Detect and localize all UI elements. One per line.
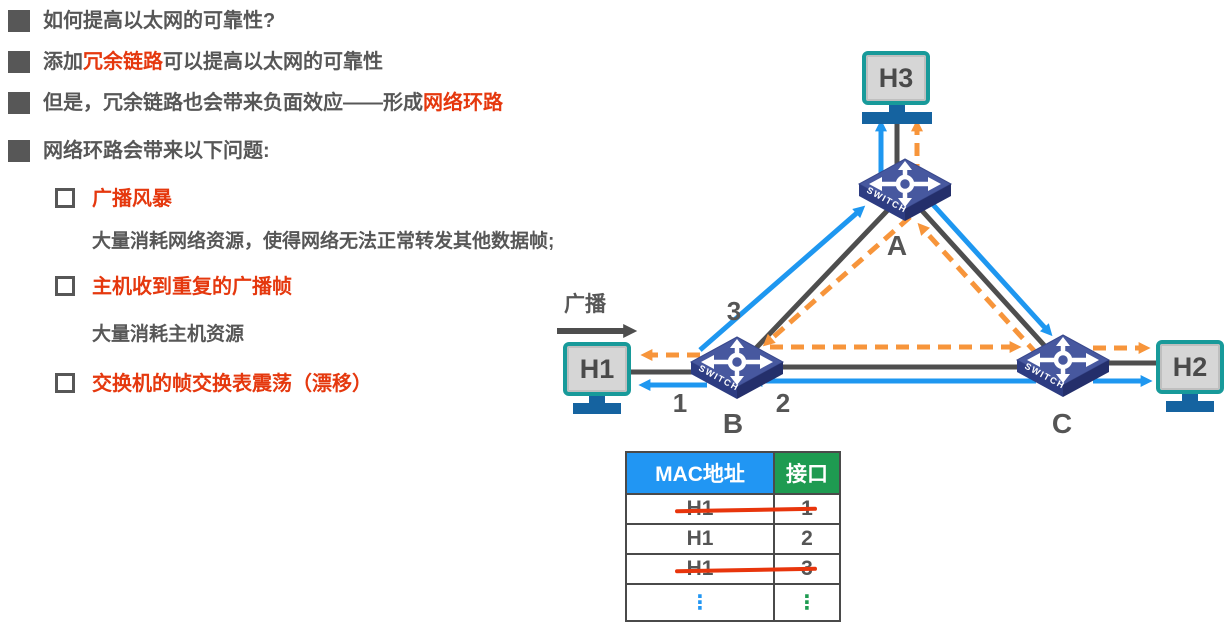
arrow-orange-c-to-a-icon [917,222,1039,356]
arrow-orange-a-to-b-icon [762,215,912,347]
port-1-label: 1 [672,388,688,418]
host-h2-label: H2 [1172,351,1208,382]
broadcast-label: 广播 [564,293,606,316]
bullet-item: 但是，冗余链路也会带来负面效应——形成网络环路 [8,91,503,115]
table-row: H11 [627,493,839,523]
port-cell: ⋮ [797,591,817,614]
monitor-stand-icon [889,105,905,112]
port-cell: 2 [801,527,813,550]
bullet-text: 但是，冗余链路也会带来负面效应——形成网络环路 [43,91,503,115]
mac-cell: H1 [627,525,775,553]
link-a-c [903,190,1065,368]
text-segment: 可以提高以太网的可靠性 [163,51,383,73]
monitor-base-icon [573,403,621,414]
checkbox-icon [55,188,75,208]
bullet-square-icon [8,92,30,114]
bullet-square-icon [8,10,30,32]
switch-a-icon: SWITCH [857,158,953,227]
host-h1-label: H1 [579,353,615,384]
monitor-stand-icon [589,396,605,403]
bullet-square-icon [8,140,30,162]
bullet-text: 如何提高以太网的可靠性? [43,9,275,33]
mac-cell: ⋮ [627,585,775,620]
mac-address-table: MAC地址 接口 H11H12H13⋮⋮ [625,451,841,622]
text-segment: 但是，冗余链路也会带来负面效应——形成 [43,92,423,114]
host-h3: H3 [862,51,932,124]
host-h2: H2 [1156,340,1224,412]
problem-title: 交换机的帧交换表震荡（漂移） [55,372,372,396]
table-row: H1 2 [627,523,839,553]
table-row: H13 [627,553,839,583]
checkbox-icon [55,373,75,393]
problem-title: 主机收到重复的广播帧 [55,275,292,299]
table-header: MAC地址 接口 [627,453,839,493]
monitor-base-icon [1166,401,1214,412]
problem-title-text: 广播风暴 [92,188,172,210]
host-h3-monitor: H3 [862,51,930,105]
bullet-text: 添加冗余链路可以提高以太网的可靠性 [43,50,383,74]
text-segment: 网络环路会带来以下问题: [43,140,270,162]
problem-title-text: 交换机的帧交换表震荡（漂移） [92,373,372,395]
problem-title-text: 主机收到重复的广播帧 [92,276,292,298]
bullet-square-icon [8,51,30,73]
host-h1-monitor: H1 [563,342,631,396]
mac-column-header: MAC地址 [627,453,775,493]
bullet-text: 网络环路会带来以下问题: [43,139,270,163]
switch-b-label: B [722,408,744,439]
blue-frame-loop [638,119,1153,391]
table-body: H11H12H13⋮⋮ [627,493,839,620]
problem-desc: 大量消耗主机资源 [92,324,245,345]
text-segment: 冗余链路 [83,51,163,73]
bullet-item: 网络环路会带来以下问题: [8,139,270,163]
switch-c-icon: SWITCH [1015,334,1111,403]
switch-a-label: A [886,230,908,261]
checkbox-icon [55,276,75,296]
host-h1: H1 [563,342,631,414]
text-segment: 如何提高以太网的可靠性? [43,10,276,32]
arrow-blue-a-to-c-icon [925,196,1053,337]
switch-c-label: C [1051,408,1073,439]
text-segment: 网络环路 [423,92,503,114]
table-row: ⋮⋮ [627,583,839,620]
text-segment: 添加 [43,51,83,73]
problem-desc: 大量消耗网络资源，使得网络无法正常转发其他数据帧; [92,231,555,252]
host-h3-label: H3 [878,62,914,93]
monitor-base-icon [862,112,932,124]
problem-title: 广播风暴 [55,187,172,211]
arrow-blue-b-to-a-icon [698,205,866,352]
bullet-item: 如何提高以太网的可靠性? [8,9,275,33]
monitor-stand-icon [1182,394,1198,401]
port-column-header: 接口 [775,453,839,493]
port-2-label: 2 [775,388,791,418]
port-3-label: 3 [726,296,742,326]
bullet-item: 添加冗余链路可以提高以太网的可靠性 [8,50,383,74]
host-h2-monitor: H2 [1156,340,1224,394]
